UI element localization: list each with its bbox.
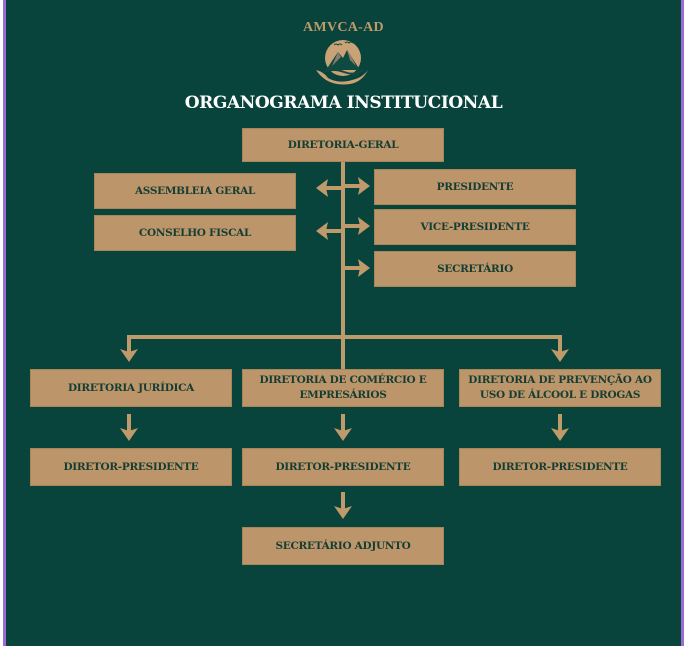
box-conselho-fiscal: CONSELHO FISCAL [94,215,296,251]
box-label: DIRETORIA-GERAL [287,138,399,151]
box-diretoria-comercio: DIRETORIA DE COMÉRCIO E EMPRESÁRIOS [242,369,444,407]
window-frame-left [0,0,6,646]
box-label: CONSELHO FISCAL [138,226,252,239]
box-label: ASSEMBLEIA GERAL [134,184,256,197]
box-label: VICE-PRESIDENTE [420,220,530,233]
box-diretor-presidente-comercio: DIRETOR-PRESIDENTE [242,448,444,486]
brand-name: AMVCA-AD [303,20,384,35]
box-diretor-presidente-prevencao: DIRETOR-PRESIDENTE [459,448,661,486]
box-label: DIRETOR-PRESIDENTE [63,460,199,473]
box-label: PRESIDENTE [436,180,514,193]
box-diretor-presidente-juridica: DIRETOR-PRESIDENTE [30,448,232,486]
box-label: DIRETORIA DE PREVENÇÃO AO USO DE ÁLCOOL … [468,374,652,401]
box-label: DIRETORIA JURÍDICA [67,381,195,394]
box-diretoria-geral: DIRETORIA-GERAL [242,128,444,162]
box-presidente: PRESIDENTE [374,169,576,205]
box-vice-presidente: VICE-PRESIDENTE [374,209,576,245]
hand-holding-mountain-sun-icon [316,40,368,85]
box-assembleia-geral: ASSEMBLEIA GERAL [94,173,296,209]
window-frame-right [681,0,687,646]
box-label: DIRETOR-PRESIDENTE [492,460,628,473]
box-label: SECRETÁRIO [437,262,513,275]
page-title: ORGANOGRAMA INSTITUCIONAL [184,93,503,113]
box-label: DIRETOR-PRESIDENTE [275,460,411,473]
box-diretoria-prevencao: DIRETORIA DE PREVENÇÃO AO USO DE ÁLCOOL … [459,369,661,407]
box-label: DIRETORIA DE COMÉRCIO E EMPRESÁRIOS [259,374,427,401]
box-diretoria-juridica: DIRETORIA JURÍDICA [30,369,232,407]
box-label: SECRETÁRIO ADJUNTO [275,539,411,552]
box-secretario: SECRETÁRIO [374,251,576,287]
box-secretario-adjunto: SECRETÁRIO ADJUNTO [242,527,444,565]
